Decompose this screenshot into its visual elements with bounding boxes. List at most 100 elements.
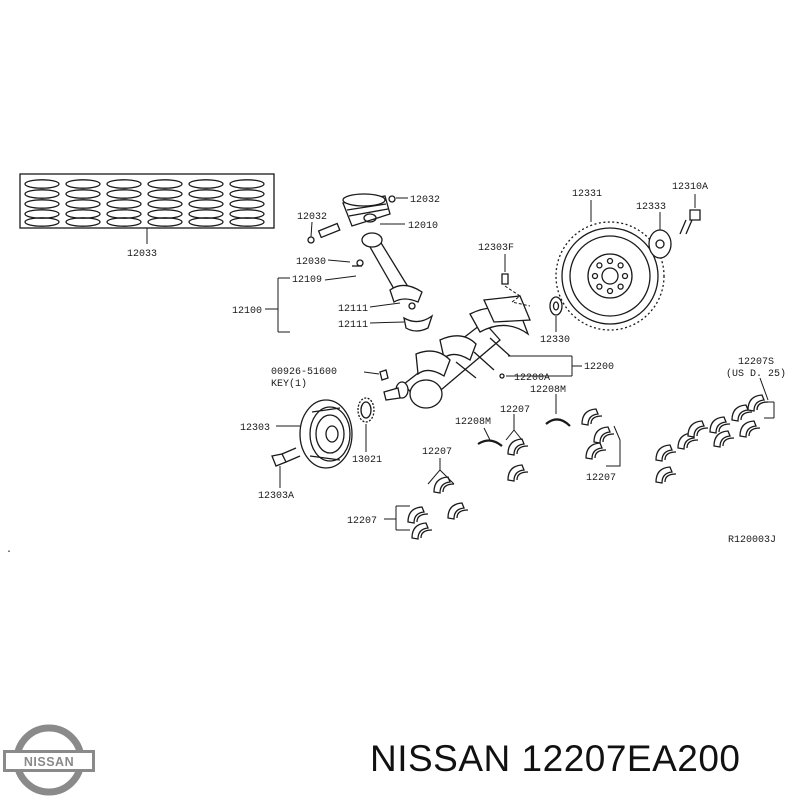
- piston-ring: [65, 217, 101, 227]
- piston-ring: [106, 209, 142, 219]
- label-12310A: 12310A: [672, 182, 708, 193]
- piston-ring-set: [19, 173, 275, 229]
- flywheel-hole: [617, 283, 624, 290]
- bearing-shell: [581, 408, 603, 426]
- piston-ring: [147, 189, 183, 199]
- flywheel-hole: [617, 262, 624, 269]
- snap-ring-upper: [388, 195, 396, 203]
- piston-ring: [188, 209, 224, 219]
- piston-ring: [229, 189, 265, 199]
- bearing-shell: [585, 442, 607, 460]
- label-12207-right: 12207: [586, 473, 616, 484]
- piston-ring: [147, 217, 183, 227]
- bearing-shell: [709, 416, 731, 434]
- piston-ring: [24, 179, 60, 189]
- bearing-shell: [407, 506, 429, 524]
- part-caption: NISSAN 12207EA200: [370, 738, 741, 779]
- drive-plate: [555, 221, 665, 331]
- label-12111-lower: 12111: [338, 320, 368, 331]
- label-12207-lower-left: 12207: [347, 516, 377, 527]
- reference-code: R120003J: [728, 535, 776, 546]
- stray-mark: .: [6, 545, 12, 556]
- label-12330: 12330: [540, 335, 570, 346]
- bearing-shell: [713, 430, 735, 448]
- crankshaft-sprocket: [357, 397, 375, 423]
- flywheel-hole: [606, 257, 614, 265]
- flywheel-bolt: [679, 209, 701, 235]
- piston-ring: [229, 217, 265, 227]
- piston-ring: [188, 179, 224, 189]
- piston-ring: [229, 179, 265, 189]
- label-12303A: 12303A: [258, 491, 294, 502]
- connecting-rod: [352, 232, 423, 303]
- piston-ring: [229, 209, 265, 219]
- label-12333: 12333: [636, 202, 666, 213]
- piston-ring: [147, 209, 183, 219]
- piston-ring: [24, 217, 60, 227]
- label-undersize: (US D. 25): [726, 368, 786, 380]
- piston-ring: [65, 199, 101, 209]
- piston-ring: [24, 209, 60, 219]
- flywheel-hole: [621, 272, 629, 280]
- bearing-shell: [447, 502, 469, 520]
- thrust-bearing-left: [477, 439, 503, 447]
- piston-ring: [229, 199, 265, 209]
- label-12200: 12200: [584, 362, 614, 373]
- label-00926-51600: 00926-51600: [271, 367, 337, 378]
- piston-ring: [106, 199, 142, 209]
- pulley-bolt: [271, 447, 301, 467]
- dowel-pin: [501, 273, 509, 285]
- label-12331: 12331: [572, 189, 602, 200]
- snap-ring-lower: [307, 236, 315, 244]
- label-13021: 13021: [352, 455, 382, 466]
- piston-ring: [188, 189, 224, 199]
- label-12010: 12010: [408, 221, 438, 232]
- connecting-rod-cap: [403, 302, 434, 332]
- flywheel-hole: [591, 272, 599, 280]
- label-12303F: 12303F: [478, 243, 514, 254]
- piston-ring: [188, 217, 224, 227]
- label-key: KEY(1): [271, 378, 307, 390]
- label-12111-upper: 12111: [338, 304, 368, 315]
- bearing-shell: [433, 476, 455, 494]
- label-12207S: 12207S: [738, 357, 774, 368]
- bearing-shell: [507, 438, 529, 456]
- bearing-shell: [593, 426, 615, 444]
- svg-text:NISSAN: NISSAN: [24, 755, 74, 769]
- thrust-bearing-right: [545, 418, 571, 427]
- nissan-logo: NISSAN: [3, 724, 95, 796]
- label-12032-left: 12032: [297, 212, 327, 223]
- piston-ring: [106, 179, 142, 189]
- bearing-shell: [655, 466, 677, 484]
- label-12207-upper-left: 12207: [422, 447, 452, 458]
- piston-ring: [106, 189, 142, 199]
- bearing-shell: [687, 420, 709, 438]
- label-12303: 12303: [240, 423, 270, 434]
- bearing-shell: [677, 432, 699, 450]
- label-12032-upper: 12032: [410, 195, 440, 206]
- flywheel-hole: [596, 283, 603, 290]
- piston-ring: [24, 199, 60, 209]
- label-12207-center: 12207: [500, 405, 530, 416]
- crankshaft: [383, 295, 531, 409]
- label-12030: 12030: [296, 257, 326, 268]
- woodruff-key: [379, 369, 389, 381]
- flywheel-hole: [596, 262, 603, 269]
- reinforcement-plate: [648, 229, 672, 259]
- piston-ring: [65, 179, 101, 189]
- label-12033: 12033: [127, 249, 157, 260]
- bearing-shell: [411, 522, 433, 540]
- label-12100: 12100: [232, 306, 262, 317]
- main-bearings: [407, 394, 769, 540]
- flywheel-hole: [606, 287, 614, 295]
- bearing-shell: [507, 464, 529, 482]
- piston-pin: [317, 222, 341, 239]
- piston-ring: [24, 189, 60, 199]
- piston-ring: [147, 179, 183, 189]
- bearing-shell: [655, 444, 677, 462]
- crankshaft-pulley: [299, 399, 353, 469]
- label-12208M-left: 12208M: [455, 417, 491, 428]
- piston-ring: [188, 199, 224, 209]
- piston-ring: [106, 217, 142, 227]
